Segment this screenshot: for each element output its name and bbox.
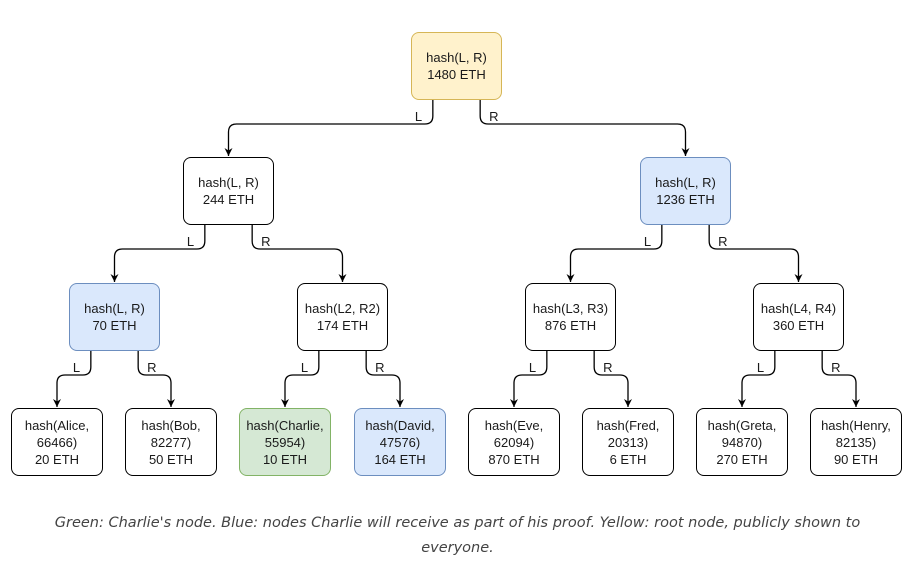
tree-node-alice: hash(Alice,66466)20 ETH <box>11 408 103 476</box>
edge-label-right: R <box>374 360 386 375</box>
edge-connector <box>251 225 347 282</box>
node-text-line: 244 ETH <box>202 192 255 207</box>
node-text-line: hash(Greta, <box>707 417 777 433</box>
node-text-line: 47576) <box>379 434 421 450</box>
node-text-line: 66466) <box>36 434 78 450</box>
node-text-line: 55954) <box>264 434 306 450</box>
node-text-line: hash(David, <box>365 417 435 433</box>
edge-label-left: L <box>185 234 196 249</box>
edge-label-left: L <box>413 109 424 124</box>
node-text-line: 82135) <box>835 434 877 450</box>
tree-node-charlie: hash(Charlie,55954)10 ETH <box>239 408 331 476</box>
node-text-line: hash(L, R) <box>655 175 716 190</box>
node-text-line: 1480 ETH <box>427 67 486 82</box>
node-text-line: hash(Fred, <box>596 417 660 433</box>
edge-label-left: L <box>642 234 653 249</box>
node-text-line: hash(L, R) <box>198 175 259 190</box>
node-text-line: 360 ETH <box>772 318 825 333</box>
node-text-line: hash(L4, R4) <box>760 301 837 316</box>
node-text-line: hash(Eve, <box>484 417 544 433</box>
node-text-line: 270 ETH <box>716 451 768 467</box>
edge-connector <box>566 225 663 282</box>
node-text-line: 82277) <box>150 434 192 450</box>
edge-connector <box>593 351 632 407</box>
edge-label-right: R <box>717 234 729 249</box>
tree-node-fred: hash(Fred,20313)6 ETH <box>582 408 674 476</box>
node-text-line: hash(Henry, <box>821 417 891 433</box>
node-text-line: 870 ETH <box>488 451 540 467</box>
edge-label-right: R <box>488 109 500 124</box>
node-text-line: hash(L, R) <box>426 50 487 65</box>
node-text-line: hash(L, R) <box>84 301 145 316</box>
node-text-line: 20 ETH <box>34 451 80 467</box>
node-text-line: 1236 ETH <box>656 192 715 207</box>
node-text-line: 174 ETH <box>316 318 369 333</box>
edge-label-left: L <box>527 360 538 375</box>
tree-node-bob: hash(Bob,82277)50 ETH <box>125 408 217 476</box>
tree-node-david: hash(David,47576)164 ETH <box>354 408 446 476</box>
node-text-line: hash(L3, R3) <box>532 301 609 316</box>
edge-connector <box>110 225 206 282</box>
edge-connector <box>53 351 92 407</box>
edge-label-left: L <box>71 360 82 375</box>
node-text-line: 70 ETH <box>92 318 137 333</box>
tree-node-l2d: hash(L4, R4) 360 ETH <box>753 283 844 351</box>
node-text-line: hash(Charlie, <box>246 417 324 433</box>
tree-node-l2b: hash(L2, R2) 174 ETH <box>297 283 388 351</box>
tree-node-r1: hash(L, R) 1236 ETH <box>640 157 731 225</box>
edge-label-right: R <box>602 360 614 375</box>
merkle-tree-connectors <box>53 100 860 407</box>
node-text-line: 20313) <box>607 434 649 450</box>
node-text-line: hash(L2, R2) <box>304 301 381 316</box>
node-text-line: 94870) <box>721 434 763 450</box>
tree-node-henry: hash(Henry,82135)90 ETH <box>810 408 902 476</box>
tree-node-eve: hash(Eve,62094)870 ETH <box>468 408 560 476</box>
edge-connector <box>137 351 175 407</box>
node-text-line: 90 ETH <box>833 451 879 467</box>
node-text-line: 10 ETH <box>262 451 308 467</box>
node-text-line: hash(Alice, <box>24 417 90 433</box>
edge-label-left: L <box>755 360 766 375</box>
edge-label-right: R <box>260 234 272 249</box>
node-text-line: hash(Bob, <box>141 417 201 433</box>
tree-node-l2a: hash(L, R) 70 ETH <box>69 283 160 351</box>
tree-node-greta: hash(Greta,94870)270 ETH <box>696 408 788 476</box>
figure-caption: Green: Charlie's node. Blue: nodes Charl… <box>54 515 861 556</box>
node-text-line: 6 ETH <box>609 451 647 467</box>
node-text-line: 62094) <box>493 434 535 450</box>
edge-connector <box>738 351 776 407</box>
tree-node-l1: hash(L, R) 244 ETH <box>183 157 274 225</box>
edge-label-left: L <box>299 360 310 375</box>
tree-node-l2c: hash(L3, R3) 876 ETH <box>525 283 616 351</box>
edge-connector <box>708 225 803 282</box>
tree-node-root: hash(L, R) 1480 ETH <box>411 32 502 100</box>
edge-label-right: R <box>830 360 842 375</box>
edge-connector <box>224 100 434 156</box>
edge-connector <box>479 100 690 156</box>
edge-connector <box>281 351 320 407</box>
edge-label-right: R <box>146 360 158 375</box>
node-text-line: 876 ETH <box>544 318 597 333</box>
node-text-line: 50 ETH <box>148 451 194 467</box>
edge-connector <box>510 351 548 407</box>
node-text-line: 164 ETH <box>374 451 426 467</box>
edge-connector <box>365 351 404 407</box>
edge-connector <box>821 351 860 407</box>
